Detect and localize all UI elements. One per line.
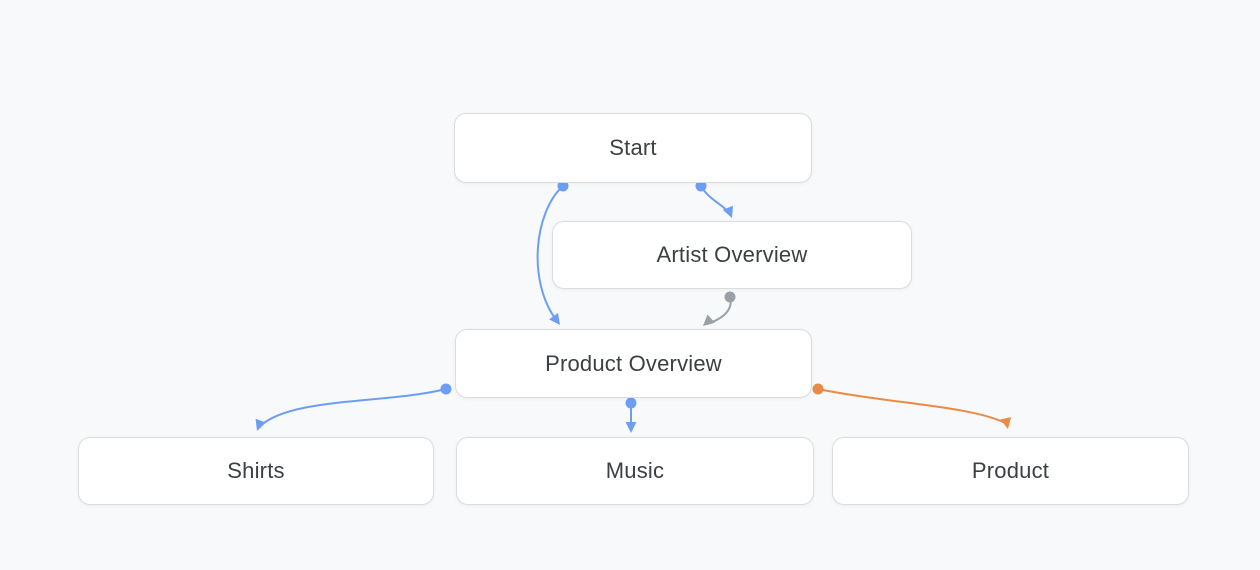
edge-arrowhead — [549, 312, 560, 325]
edge-arrowhead — [625, 422, 637, 433]
node-artist-overview-label: Artist Overview — [656, 242, 808, 267]
node-start-label: Start — [609, 135, 657, 160]
edge-arrowhead — [722, 205, 733, 218]
node-product-overview[interactable]: Product Overview — [455, 329, 812, 398]
edge-line — [259, 388, 447, 427]
node-start[interactable]: Start — [454, 113, 812, 183]
edge-start-to-artist-overview[interactable] — [695, 180, 738, 221]
node-product-label: Product — [971, 458, 1050, 483]
node-product[interactable]: Product — [832, 437, 1189, 505]
node-music-label: Music — [605, 458, 665, 483]
edge-arrowhead — [703, 314, 715, 326]
node-artist-overview[interactable]: Artist Overview — [552, 221, 912, 289]
node-music[interactable]: Music — [456, 437, 814, 505]
edge-line — [536, 185, 564, 322]
node-shirts-label: Shirts — [227, 458, 285, 483]
edge-start-to-product-overview[interactable] — [536, 180, 569, 329]
edge-artist-overview-to-product-overview[interactable] — [699, 291, 736, 331]
edge-arrowhead — [255, 418, 266, 431]
edge-line — [817, 388, 1006, 424]
edge-product-overview-to-music[interactable] — [625, 397, 637, 434]
edge-product-overview-to-product[interactable] — [812, 383, 1014, 431]
edge-product-overview-to-shirts[interactable] — [252, 383, 452, 433]
node-shirts[interactable]: Shirts — [78, 437, 434, 505]
edge-arrowhead — [1000, 417, 1012, 429]
node-product-overview-label: Product Overview — [545, 350, 722, 376]
